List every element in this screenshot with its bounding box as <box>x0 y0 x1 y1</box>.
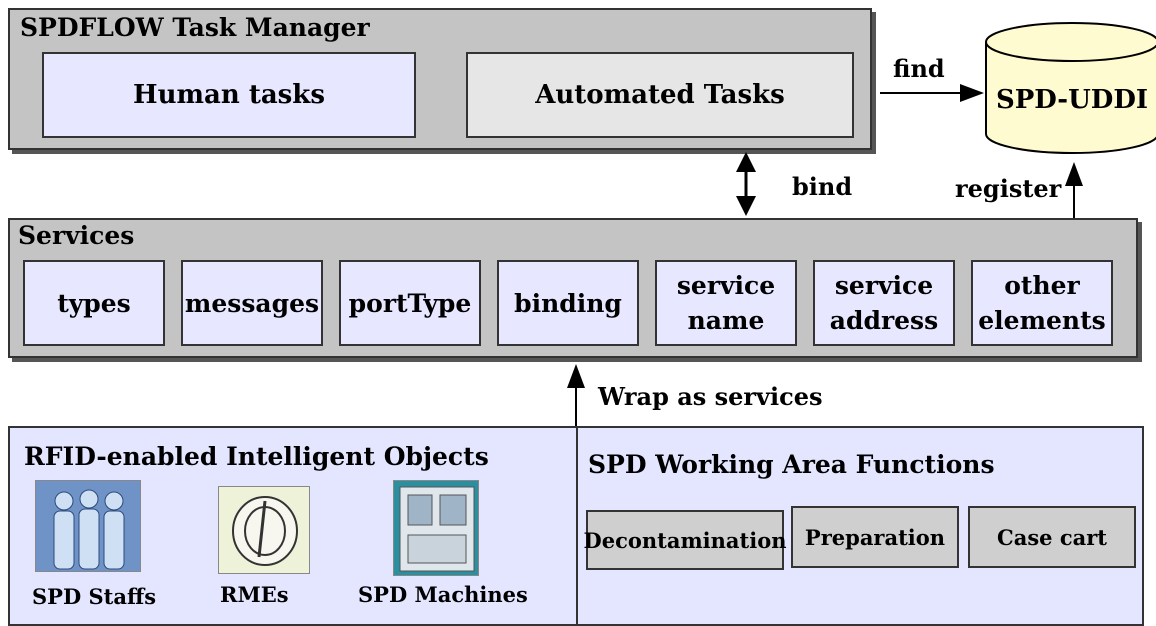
spd-uddi-label: SPD-UDDI <box>995 85 1149 115</box>
service-item-line1: types <box>57 288 131 318</box>
service-item-types: types <box>23 260 165 346</box>
services-title: Services <box>18 221 135 250</box>
service-item-line1: other <box>1004 271 1080 300</box>
machine-icon <box>393 480 479 576</box>
task-manager-panel: SPDFLOW Task Manager Human tasks Automat… <box>8 8 872 150</box>
medical-equipment-icon <box>218 486 310 574</box>
find-label: find <box>893 54 945 83</box>
service-item-service-address: service address <box>813 260 955 346</box>
spd-uddi-cylinder <box>985 22 1156 154</box>
functions-title: SPD Working Area Functions <box>588 450 995 479</box>
service-item-binding: binding <box>497 260 639 346</box>
service-item-other-elements: other elements <box>971 260 1113 346</box>
service-item-messages: messages <box>181 260 323 346</box>
service-item-line1: binding <box>514 288 622 318</box>
service-item-line2: elements <box>978 306 1106 335</box>
find-arrow <box>880 84 984 102</box>
service-item-line1: service <box>676 271 776 300</box>
rmes-label: RMEs <box>220 582 289 607</box>
objects-panel: RFID-enabled Intelligent Objects SPD Sta… <box>8 426 578 626</box>
service-item-line1: messages <box>184 288 320 318</box>
service-item-porttype: portType <box>339 260 481 346</box>
function-case-cart: Case cart <box>968 506 1136 568</box>
functions-panel: SPD Working Area Functions Decontaminati… <box>576 426 1144 626</box>
services-panel: Services types messages portType binding… <box>8 218 1138 358</box>
service-item-line1: service <box>834 271 934 300</box>
staff-group-icon <box>35 480 141 572</box>
service-item-line2: name <box>687 306 765 335</box>
connectors-layer <box>567 22 1156 428</box>
wrap-arrow <box>567 364 585 428</box>
wrap-label: Wrap as services <box>598 382 823 411</box>
objects-title: RFID-enabled Intelligent Objects <box>24 442 489 471</box>
service-item-line1: portType <box>348 288 472 318</box>
automated-tasks-box: Automated Tasks <box>466 52 854 138</box>
machines-label: SPD Machines <box>358 582 528 607</box>
service-item-line2: address <box>829 306 939 335</box>
human-tasks-box: Human tasks <box>42 52 416 138</box>
service-item-service-name: service name <box>655 260 797 346</box>
task-manager-title: SPDFLOW Task Manager <box>20 13 370 42</box>
bind-label: bind <box>792 172 853 201</box>
register-arrow <box>1065 162 1083 218</box>
function-preparation: Preparation <box>791 506 959 568</box>
bind-arrow <box>736 152 756 216</box>
register-label: register <box>955 174 1062 203</box>
staff-label: SPD Staffs <box>32 584 157 609</box>
function-decontamination: Decontamination <box>584 510 786 570</box>
